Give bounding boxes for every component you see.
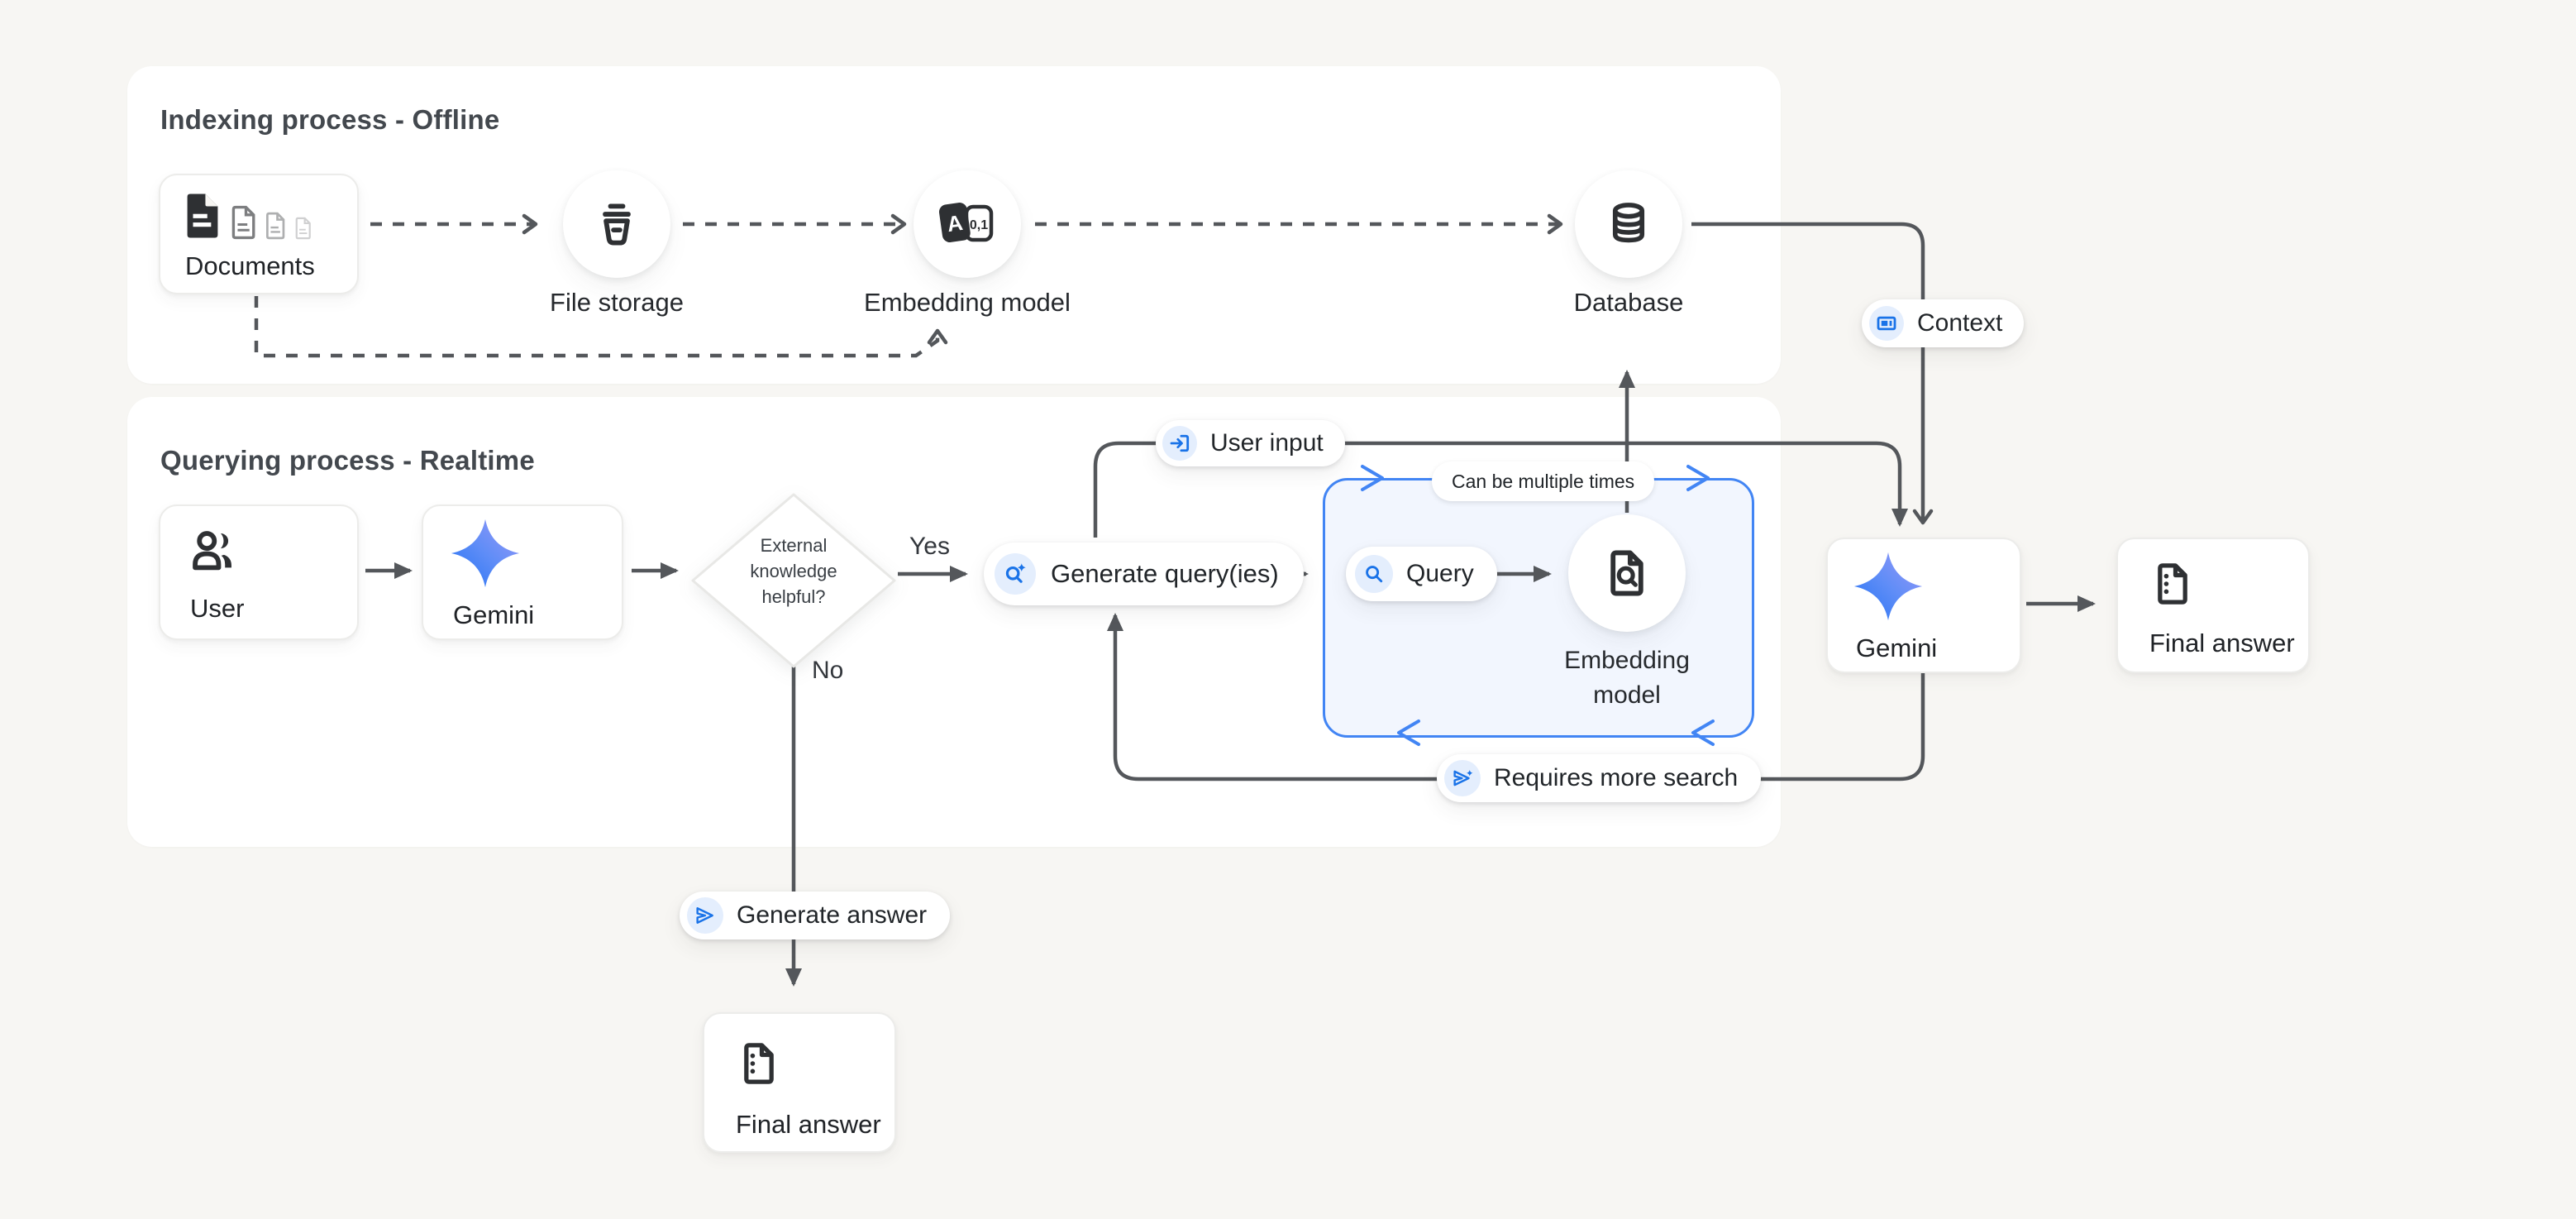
embedding-model-loop-label-1: Embedding — [1564, 647, 1690, 674]
decision-question: External knowledge helpful? — [694, 533, 893, 610]
embedding-model-loop-label-2: model — [1593, 681, 1661, 709]
file-storage-node — [563, 170, 670, 278]
search-sparkle-icon — [995, 553, 1036, 595]
gemini-left-label: Gemini — [453, 600, 535, 629]
user-label: User — [190, 594, 245, 623]
document-search-icon — [1610, 550, 1643, 596]
database-label: Database — [1573, 288, 1684, 317]
loop-chevron-top-left — [1361, 465, 1384, 491]
final-answer-right-label: Final answer — [2149, 629, 2295, 657]
decision-line-3: helpful? — [761, 586, 826, 607]
gemini-star-icon — [1853, 552, 1923, 621]
yes-edge-label: Yes — [909, 533, 950, 560]
document-dots-icon — [2158, 563, 2187, 605]
document-icon — [266, 212, 285, 240]
document-icon — [295, 217, 311, 240]
generate-answer-label: Generate answer — [737, 901, 928, 929]
send-icon — [687, 897, 723, 934]
generate-queries-node: Generate query(ies) — [984, 543, 1304, 605]
final-answer-bottom-label: Final answer — [736, 1110, 881, 1139]
gemini-right-node: Gemini — [1826, 538, 2021, 673]
decision-line-2: knowledge — [750, 561, 837, 581]
connector-documents-loop-to-embedding — [254, 296, 948, 358]
svg-text:A: A — [946, 210, 965, 237]
final-answer-right-node: Final answer — [2116, 538, 2310, 673]
users-icon — [193, 531, 231, 571]
final-answer-bottom-node: Final answer — [703, 1012, 896, 1153]
document-icon — [231, 205, 255, 240]
requires-more-search-label: Requires more search — [1494, 764, 1739, 791]
context-badge-label: Context — [1917, 309, 2003, 337]
search-icon — [1355, 555, 1393, 593]
document-dots-icon — [744, 1043, 774, 1084]
loop-chevron-bottom-left — [1397, 719, 1420, 746]
context-card-icon — [1869, 306, 1904, 341]
input-arrow-icon — [1162, 426, 1197, 461]
svg-text:0,1: 0,1 — [970, 218, 988, 232]
embedding-model-top-label: Embedding model — [864, 288, 1071, 317]
database-icon — [1612, 203, 1645, 243]
user-input-badge-label: User input — [1210, 429, 1324, 457]
documents-label: Documents — [185, 251, 315, 280]
embedding-model-icon: 0,1 A — [938, 203, 994, 242]
query-label: Query — [1406, 560, 1474, 587]
user-input-badge: User input — [1156, 420, 1345, 466]
gemini-left-node: Gemini — [422, 504, 623, 640]
indexing-panel-title: Indexing process - Offline — [160, 104, 500, 135]
gemini-star-icon — [451, 519, 520, 588]
database-node — [1575, 170, 1682, 278]
can-be-multiple-times-label: Can be multiple times — [1452, 470, 1635, 492]
decision-diamond — [683, 485, 904, 676]
loop-chevron-top-right — [1686, 465, 1710, 491]
query-node: Query — [1346, 547, 1497, 601]
querying-panel-title: Querying process - Realtime — [160, 445, 535, 476]
requires-more-search-badge: Requires more search — [1437, 754, 1762, 802]
loop-direction-chevrons — [1361, 465, 1715, 746]
generate-queries-label: Generate query(ies) — [1051, 559, 1279, 588]
retrieval-loop-box — [1323, 478, 1754, 738]
document-icon — [187, 194, 218, 238]
connector-database-context-to-gemini — [1691, 222, 1934, 525]
connector-user-input-to-gemini — [1093, 441, 1908, 538]
can-be-multiple-times-tag: Can be multiple times — [1432, 461, 1655, 501]
loop-chevron-bottom-right — [1691, 719, 1715, 746]
file-storage-icon — [603, 203, 631, 246]
generate-answer-badge: Generate answer — [680, 892, 951, 939]
embedding-model-top-node: 0,1 A — [914, 170, 1021, 278]
context-badge: Context — [1862, 299, 2025, 347]
documents-node: Documents — [159, 174, 359, 294]
no-edge-label: No — [812, 657, 844, 684]
user-node: User — [159, 504, 359, 640]
gemini-right-label: Gemini — [1856, 633, 1938, 662]
file-storage-label: File storage — [550, 288, 684, 317]
send-sparkle-icon — [1444, 760, 1481, 796]
decision-line-1: External — [760, 535, 828, 556]
embedding-model-loop-node — [1568, 514, 1686, 632]
